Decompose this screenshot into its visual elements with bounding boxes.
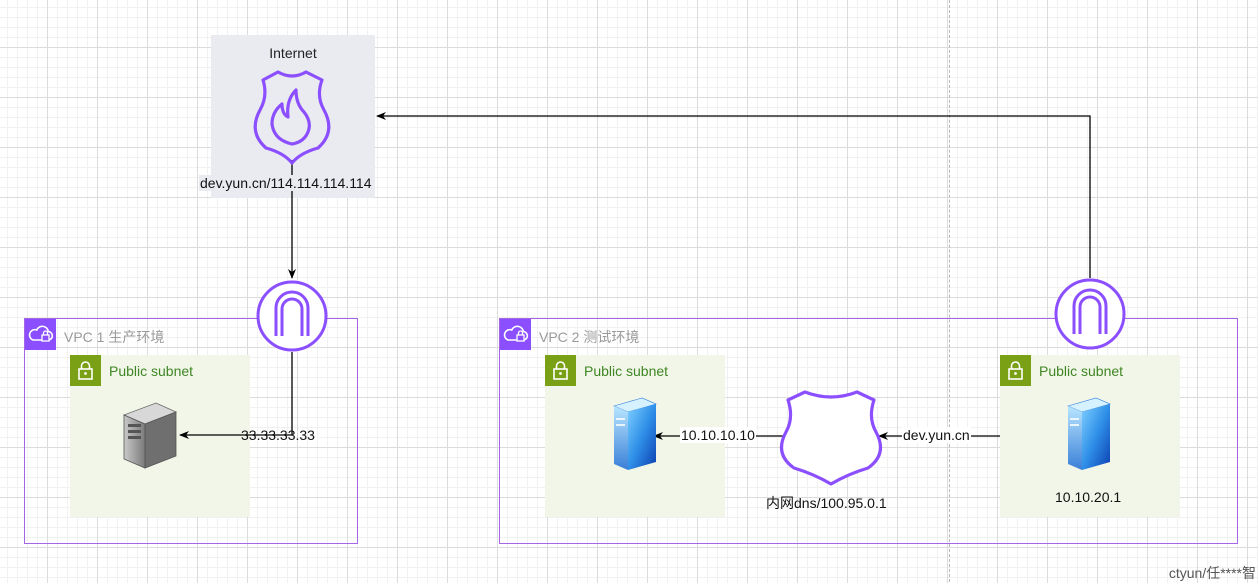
vpc2-left-subnet-label: Public subnet [584,363,669,379]
vpc2-left-ip-label: 10.10.10.10 [680,427,756,443]
internet-gateway-icon [256,280,328,352]
page-divider-dashed [949,0,950,582]
vpc-cloud-icon [500,319,531,350]
dns-server-label: 内网dns/100.95.0.1 [766,495,887,511]
internet-title: Internet [269,45,317,61]
vpc2-group[interactable]: VPC 2 测试环境 [499,318,1238,544]
server-tower-icon [613,397,657,470]
vpc1-group[interactable]: VPC 1 生产环境 [24,318,358,544]
connector-vpc1-gateway-to-server [179,352,293,439]
shield-dns-icon [779,390,883,486]
server-tower-icon [122,402,178,469]
padlock-icon [545,355,576,386]
vpc1-subnet-label: Public subnet [109,363,194,379]
vpc2-label: VPC 2 测试环境 [539,329,640,345]
vpc-cloud-icon [25,319,56,350]
internet-address-label: dev.yun.cn/114.114.114.114 [199,175,373,191]
shield-flame-icon [253,70,331,165]
server-tower-icon [1067,397,1111,470]
vpc1-ip-label: 33.33.33.33 [241,427,315,443]
vpc2-right-subnet-label: Public subnet [1039,363,1124,379]
vpc1-label: VPC 1 生产环境 [64,329,165,345]
vpc2-server-ip-label: 10.10.20.1 [1054,489,1123,505]
internet-gateway-icon [1054,278,1126,350]
padlock-icon [1000,355,1031,386]
dns-query-label: dev.yun.cn [902,427,971,443]
padlock-icon [70,355,101,386]
connector-vpc2-gateway-to-internet [376,112,1091,278]
internet-group[interactable]: Internet [211,35,375,198]
watermark: ctyun/任****智 [1168,565,1256,581]
